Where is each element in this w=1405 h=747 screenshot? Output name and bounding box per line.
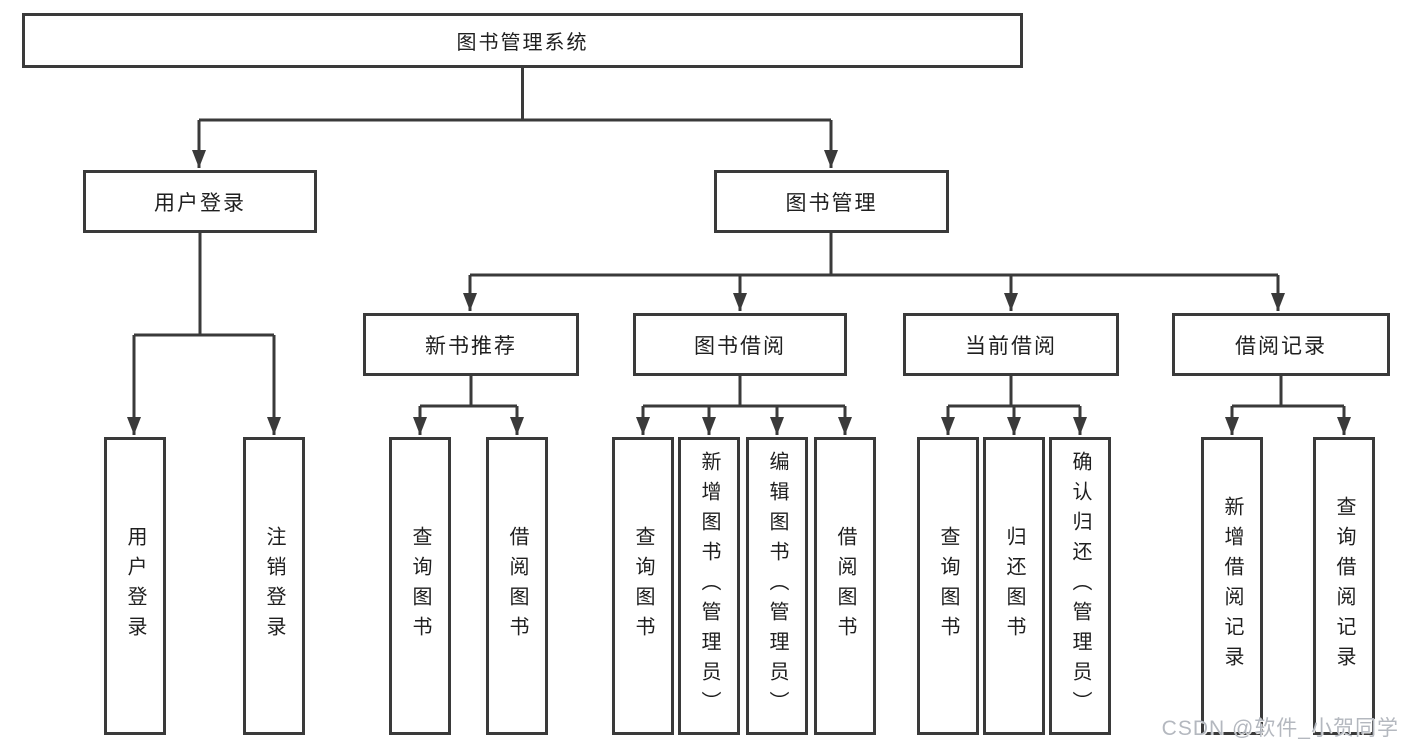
- leaf-edit-book-admin: 编辑图书（管理员）: [746, 437, 808, 735]
- leaf-user-login: 用户登录: [104, 437, 166, 735]
- node-user-login: 用户登录: [83, 170, 317, 233]
- leaf-add-book-admin: 新增图书（管理员）: [678, 437, 740, 735]
- node-new-book-recommend: 新书推荐: [363, 313, 579, 376]
- leaf-confirm-return-admin: 确认归还（管理员）: [1049, 437, 1111, 735]
- leaf-query-books-current: 查询图书: [917, 437, 979, 735]
- leaf-query-books-recommend: 查询图书: [389, 437, 451, 735]
- leaf-return-book: 归还图书: [983, 437, 1045, 735]
- leaf-add-borrow-record: 新增借阅记录: [1201, 437, 1263, 735]
- node-book-borrow: 图书借阅: [633, 313, 847, 376]
- node-root: 图书管理系统: [22, 13, 1023, 68]
- node-borrow-records: 借阅记录: [1172, 313, 1390, 376]
- leaf-borrow-books-recommend: 借阅图书: [486, 437, 548, 735]
- leaf-query-borrow-record: 查询借阅记录: [1313, 437, 1375, 735]
- leaf-query-books-borrow: 查询图书: [612, 437, 674, 735]
- csdn-watermark: CSDN @软件_小贺同学: [1161, 717, 1399, 740]
- leaf-logout: 注销登录: [243, 437, 305, 735]
- node-current-borrow: 当前借阅: [903, 313, 1119, 376]
- node-book-management: 图书管理: [714, 170, 949, 233]
- leaf-borrow-books-borrow: 借阅图书: [814, 437, 876, 735]
